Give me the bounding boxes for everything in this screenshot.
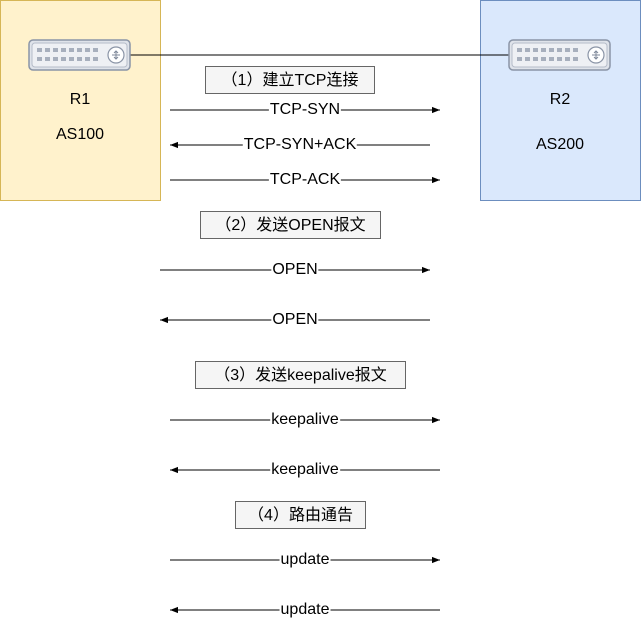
message-label-2: TCP-SYN+ACK — [242, 136, 358, 154]
message-label-7: keepalive — [270, 461, 340, 479]
message-label-1: TCP-SYN — [268, 101, 342, 119]
router-r1-name: R1 — [69, 91, 91, 108]
message-label-3: TCP-ACK — [268, 171, 342, 189]
router-r1-icon — [28, 37, 132, 73]
phase-1-label: （1）建立TCP连接 — [205, 66, 375, 94]
message-label-8: update — [279, 551, 331, 569]
as100-box — [0, 0, 161, 201]
message-label-5: OPEN — [271, 311, 319, 329]
router-r1-as: AS100 — [55, 126, 105, 143]
router-r2-as: AS200 — [535, 136, 585, 153]
phase-3-label: （3）发送keepalive报文 — [195, 361, 406, 389]
message-label-4: OPEN — [271, 261, 319, 279]
message-label-6: keepalive — [270, 411, 340, 429]
message-label-9: update — [279, 601, 331, 619]
phase-2-label: （2）发送OPEN报文 — [200, 211, 381, 239]
router-r2-name: R2 — [549, 91, 571, 108]
as200-box — [480, 0, 641, 201]
phase-4-label: （4）路由通告 — [235, 501, 366, 529]
router-r2-icon — [508, 37, 612, 73]
